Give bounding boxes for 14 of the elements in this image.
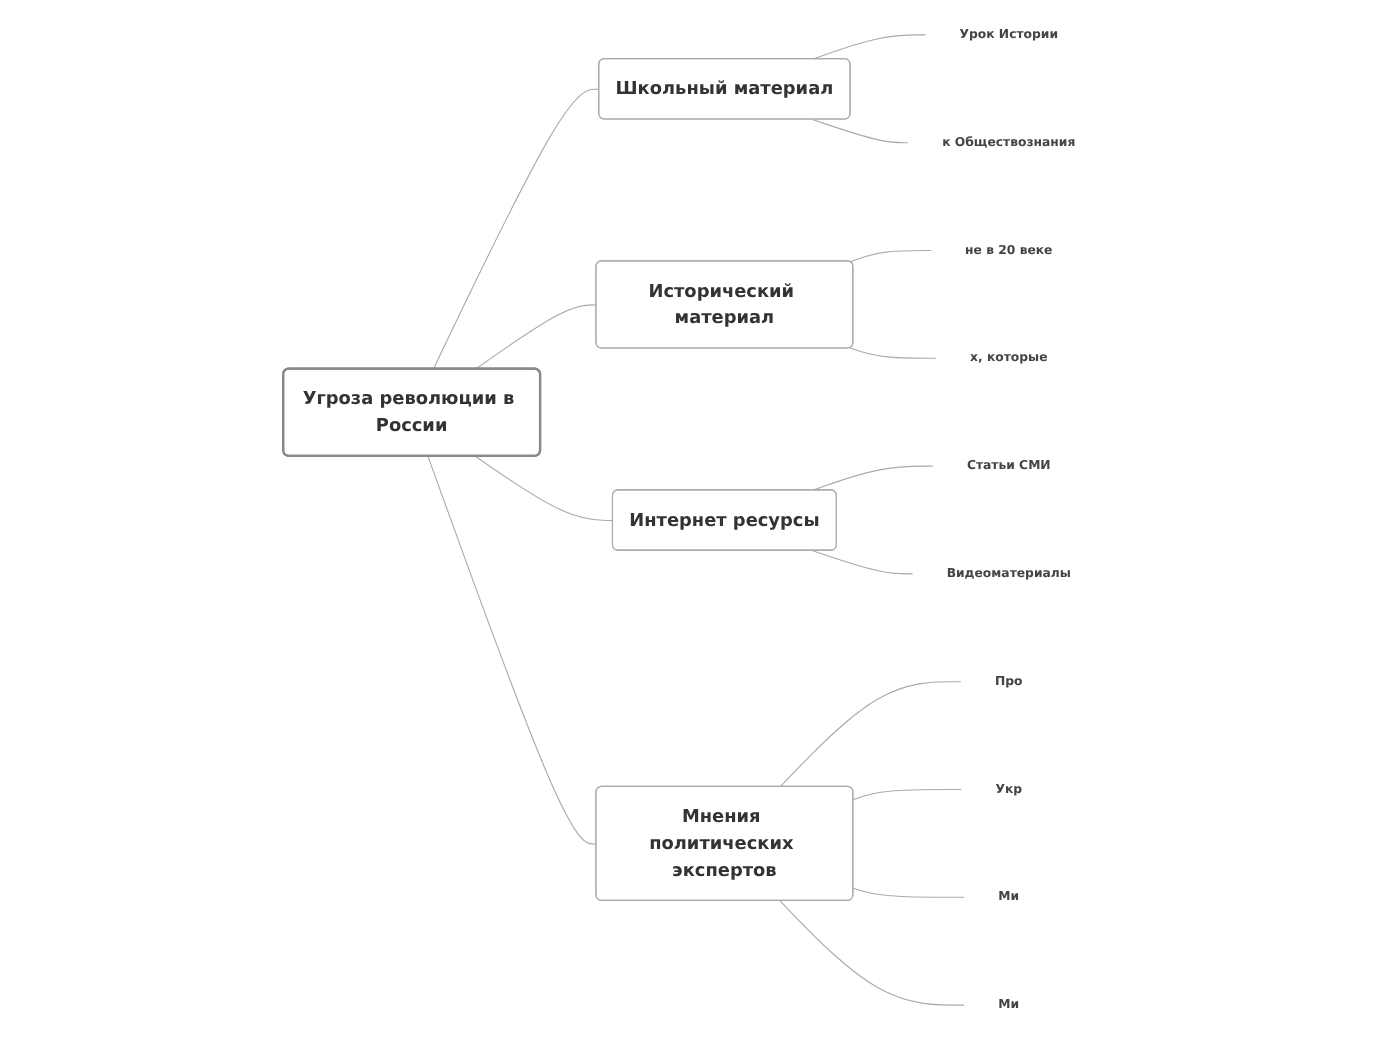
connector (811, 465, 934, 491)
connector (779, 900, 966, 1006)
connector (811, 34, 927, 60)
connector (811, 118, 910, 144)
connector (427, 455, 598, 845)
connector (849, 347, 938, 359)
connector (779, 681, 963, 788)
connector (474, 455, 614, 522)
connector (852, 788, 963, 801)
connector (849, 249, 933, 263)
connector (811, 550, 914, 575)
connector (432, 88, 600, 370)
connector (474, 304, 598, 370)
connector (852, 887, 966, 898)
